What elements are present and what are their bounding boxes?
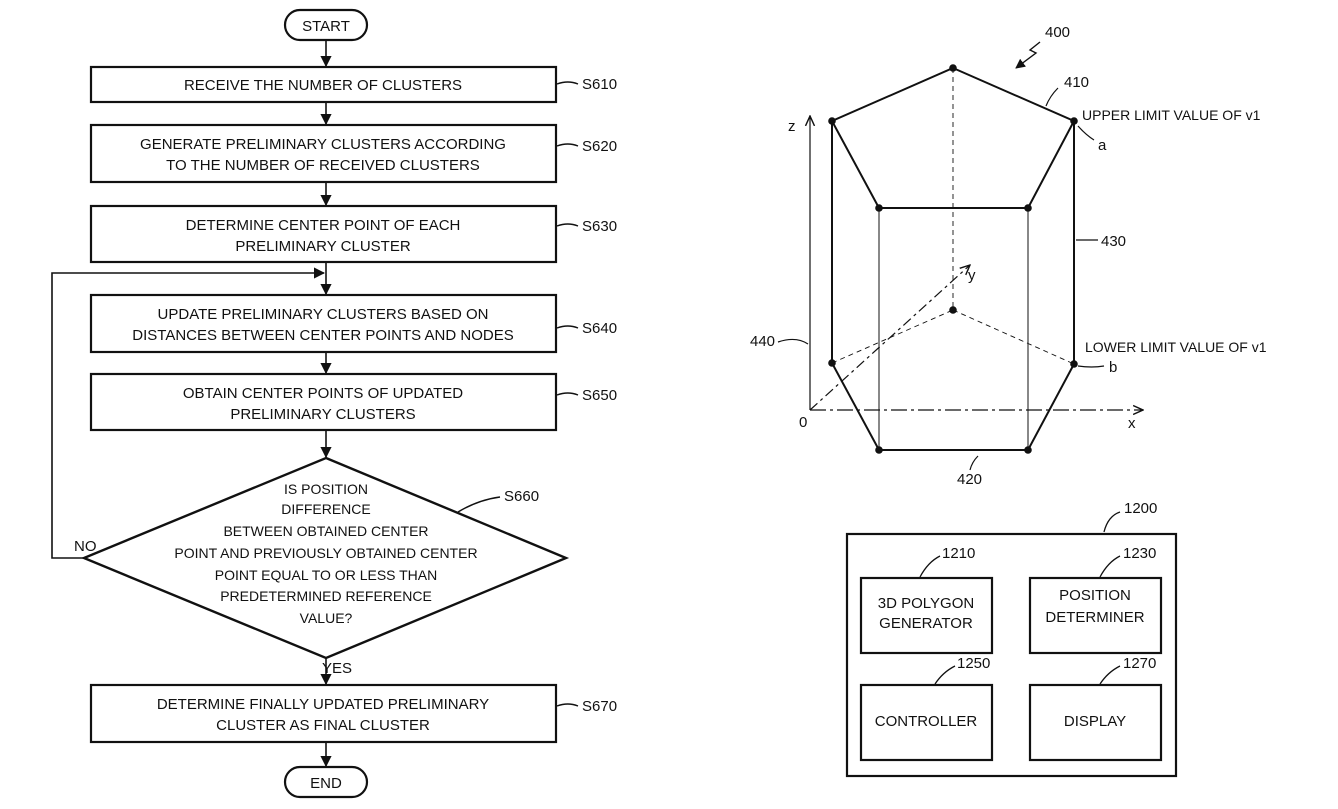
origin-label: 0 <box>799 414 807 431</box>
step-text: DISTANCES BETWEEN CENTER POINTS AND NODE… <box>132 327 513 344</box>
module-ref: 1230 <box>1123 545 1156 562</box>
decision-diamond-s660: IS POSITION DIFFERENCE BETWEEN OBTAINED … <box>74 456 570 677</box>
top-face-ref: 410 <box>1064 74 1089 91</box>
step-text: PRELIMINARY CLUSTERS <box>230 406 415 423</box>
module-ref: 1210 <box>942 545 975 562</box>
ref-arrow-400 <box>1015 41 1041 69</box>
decision-text: BETWEEN OBTAINED CENTER <box>223 523 428 539</box>
step-ref: S610 <box>582 76 617 93</box>
hidden-edges <box>831 68 1075 365</box>
end-label: END <box>310 775 342 792</box>
step-text: UPDATE PRELIMINARY CLUSTERS BASED ON <box>158 306 489 323</box>
step-box-s640: UPDATE PRELIMINARY CLUSTERS BASED ON DIS… <box>89 293 617 354</box>
module-text: 3D POLYGON <box>878 595 974 612</box>
decision-text: POINT AND PREVIOUSLY OBTAINED CENTER <box>174 545 477 561</box>
step-text: GENERATE PRELIMINARY CLUSTERS ACCORDING <box>140 136 506 153</box>
side-ref-430: 430 <box>1101 233 1126 250</box>
start-terminal: START <box>283 8 369 42</box>
step-ref: S670 <box>582 698 617 715</box>
decision-text: POINT EQUAL TO OR LESS THAN <box>215 567 438 583</box>
point-b-label: b <box>1109 359 1117 376</box>
yes-label: YES <box>322 660 352 677</box>
end-terminal: END <box>283 765 369 799</box>
no-loop-connector <box>51 267 326 559</box>
vertices <box>828 64 1078 454</box>
no-label: NO <box>74 538 97 555</box>
module-controller: CONTROLLER 1250 <box>859 655 994 762</box>
apparatus-block: 1200 3D POLYGON GENERATOR 1210 POSITION … <box>845 500 1178 778</box>
lower-limit-label: LOWER LIMIT VALUE OF v1 <box>1085 339 1267 355</box>
step-box-s620: GENERATE PRELIMINARY CLUSTERS ACCORDING … <box>89 123 617 184</box>
module-ref: 1270 <box>1123 655 1156 672</box>
step-box-s630: DETERMINE CENTER POINT OF EACH PRELIMINA… <box>89 204 617 264</box>
upper-limit-label: UPPER LIMIT VALUE OF v1 <box>1082 107 1261 123</box>
decision-text: IS POSITION <box>284 481 368 497</box>
step-text: DETERMINE CENTER POINT OF EACH <box>186 217 461 234</box>
bottom-face-420 <box>831 362 1075 451</box>
decision-text: PREDETERMINED REFERENCE <box>220 588 432 604</box>
figure-ref-400: 400 <box>1045 24 1070 41</box>
axis-z-label: z <box>788 118 796 135</box>
step-ref: S630 <box>582 218 617 235</box>
module-ref: 1250 <box>957 655 990 672</box>
axis-x-label: x <box>1128 415 1136 432</box>
module-display: DISPLAY 1270 <box>1028 655 1163 762</box>
point-a-label: a <box>1098 137 1107 154</box>
polygon-figure: z x y 0 <box>750 24 1267 488</box>
step-text: CLUSTER AS FINAL CLUSTER <box>216 717 430 734</box>
module-text: DETERMINER <box>1045 609 1144 626</box>
inner-ref-440: 440 <box>750 333 775 350</box>
step-text: OBTAIN CENTER POINTS OF UPDATED <box>183 385 463 402</box>
flowchart: START RECEIVE THE NUMBER OF CLUSTERS S61… <box>51 8 617 799</box>
start-label: START <box>302 18 350 35</box>
step-text: RECEIVE THE NUMBER OF CLUSTERS <box>184 77 462 94</box>
module-position-determiner: POSITION DETERMINER 1230 <box>1028 545 1163 655</box>
step-ref: S640 <box>582 320 617 337</box>
step-text: TO THE NUMBER OF RECEIVED CLUSTERS <box>166 157 480 174</box>
step-box-s670: DETERMINE FINALLY UPDATED PRELIMINARY CL… <box>89 683 617 744</box>
module-text: GENERATOR <box>879 615 973 632</box>
top-face-410 <box>830 66 1076 209</box>
bottom-face-ref: 420 <box>957 471 982 488</box>
step-ref: S620 <box>582 138 617 155</box>
axis-y-label: y <box>968 267 976 284</box>
decision-text: DIFFERENCE <box>281 501 370 517</box>
module-3d-polygon-generator: 3D POLYGON GENERATOR 1210 <box>859 545 994 655</box>
step-text: PRELIMINARY CLUSTER <box>235 238 410 255</box>
decision-ref: S660 <box>504 488 539 505</box>
module-text: DISPLAY <box>1064 713 1126 730</box>
apparatus-outline <box>845 532 1178 778</box>
apparatus-ref: 1200 <box>1124 500 1157 517</box>
step-box-s650: OBTAIN CENTER POINTS OF UPDATED PRELIMIN… <box>89 372 617 432</box>
step-text: DETERMINE FINALLY UPDATED PRELIMINARY <box>157 696 489 713</box>
module-text: CONTROLLER <box>875 713 978 730</box>
step-box-s610: RECEIVE THE NUMBER OF CLUSTERS S610 <box>89 65 617 104</box>
module-text: POSITION <box>1059 587 1131 604</box>
step-ref: S650 <box>582 387 617 404</box>
decision-text: VALUE? <box>300 610 353 626</box>
